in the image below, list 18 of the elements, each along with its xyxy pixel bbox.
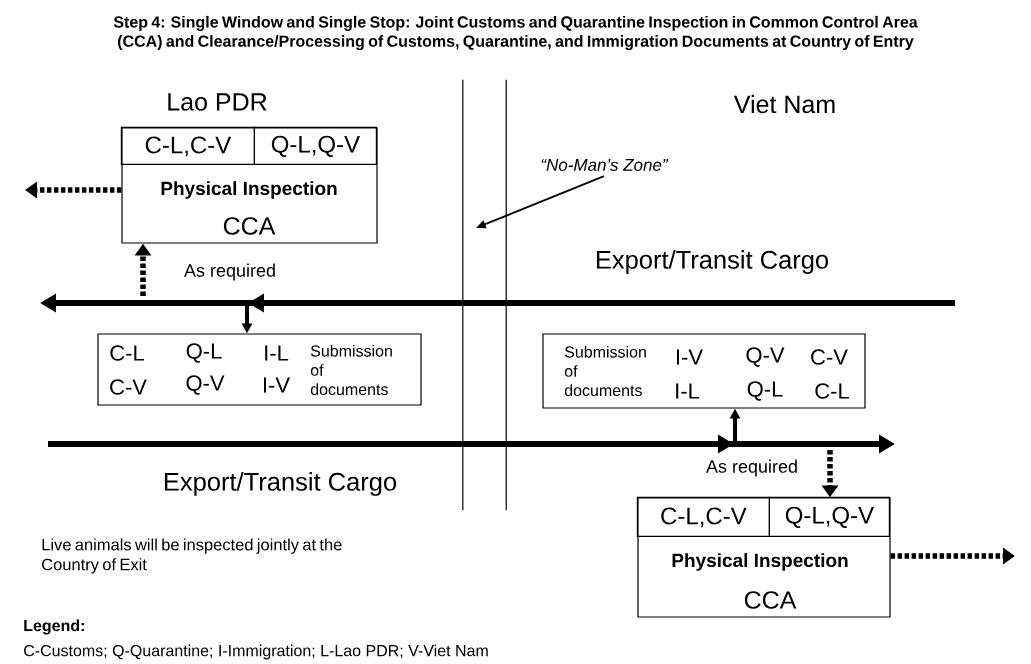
document-box: Submission of documents I-V Q-V C-V I-L Q-L C-L [542,333,866,409]
document-box: C-L Q-L I-L C-V Q-V I-V Submission of documents [97,333,422,406]
note: Live animals will be inspected jointly at the Country of Exit [42,538,342,574]
agency-cell: Q-L,Q-V [253,126,377,165]
agency-cell: C-L,C-V [120,126,255,165]
no-mans-zone-band [462,79,507,511]
flow-label: Export/Transit Cargo [164,472,397,496]
zone-label: “No-Man’s Zone” [541,159,669,171]
title: Step 4: Single Window and Single Stop: Joint Customs and Quarantine Inspection in Common Control Area (CCA) and Clearance/Processing of Customs, Quarantine, and Immigration Documents at Country of Entry [113,15,918,51]
legend-text: C-Customs; Q-Quarantine; I-Immigration; L-Lao PDR; V-Viet Nam [24,644,488,660]
edge-label: As required [183,262,278,282]
agency-cell: Q-L,Q-V [768,496,890,537]
country-name: Lao PDR [168,93,267,111]
country-name: Viet Nam [733,94,835,114]
flow-label: Export/Transit Cargo [596,250,829,274]
legend-heading: Legend: [24,619,84,635]
edge-label: As required [705,458,800,478]
agency-cell: C-L,C-V [636,496,770,537]
